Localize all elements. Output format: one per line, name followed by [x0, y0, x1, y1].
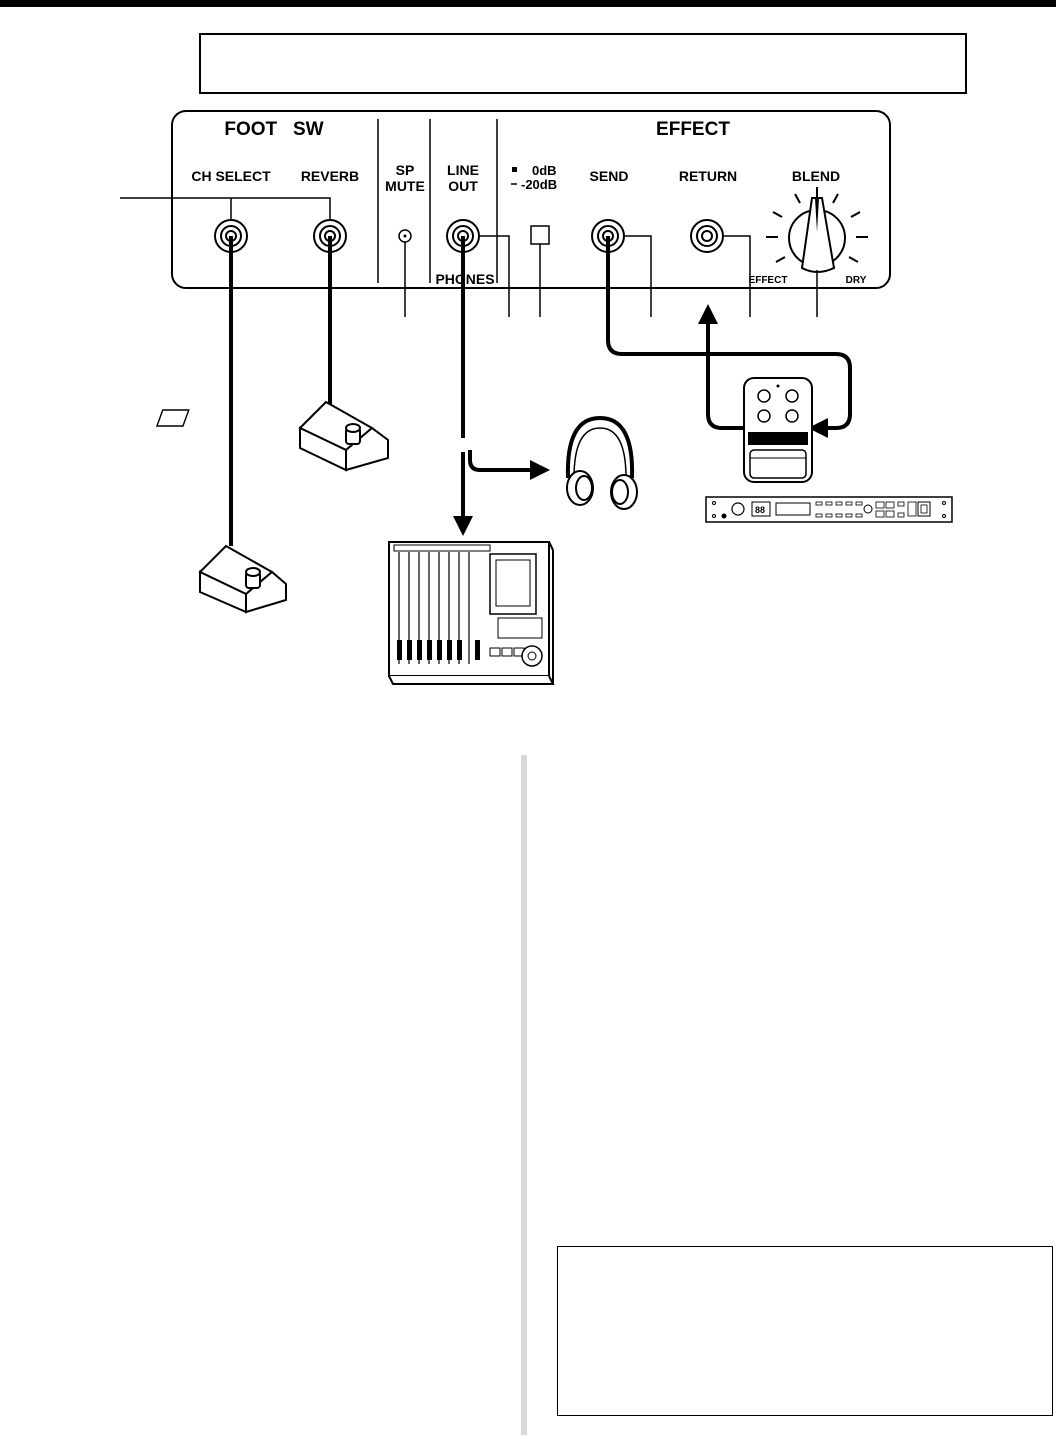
effect-section-label: EFFECT [656, 119, 730, 140]
effects-unit-display: 88 [755, 505, 765, 515]
level-0db-mark [512, 167, 517, 172]
jack-return[interactable] [690, 219, 724, 253]
leader-lines [120, 197, 818, 317]
out-label: OUT [448, 178, 478, 194]
line-label: LINE [447, 162, 479, 178]
rear-panel: FOOT SW EFFECT CH SELECT REVERB SP MUTE … [171, 110, 891, 289]
headphones-icon [565, 415, 638, 510]
title-box [199, 33, 967, 94]
effect-pedal-icon [743, 377, 813, 483]
mixer-recorder-icon [388, 541, 555, 685]
blend-effect-end-label: EFFECT [749, 275, 788, 286]
level-0db-label: 0dB [532, 163, 557, 178]
rack-effect-unit-icon: 88 [705, 496, 953, 523]
header-rule [0, 0, 1056, 7]
column-divider [521, 755, 527, 1435]
sp-mute-switch[interactable] [398, 229, 412, 243]
return-label: RETURN [679, 168, 737, 184]
blend-label: BLEND [792, 168, 840, 184]
footswitch-icon [198, 544, 287, 614]
blend-knob[interactable] [766, 187, 868, 273]
level-minus20db-label: -20dB [521, 177, 557, 192]
send-label: SEND [590, 168, 629, 184]
reverb-label: REVERB [301, 168, 359, 184]
mute-label: MUTE [385, 178, 425, 194]
footswitch-icon [155, 400, 389, 472]
note-box [557, 1246, 1053, 1416]
foot-sw-label: FOOT SW [224, 119, 323, 140]
blend-dry-end-label: DRY [846, 275, 867, 286]
ch-select-label: CH SELECT [191, 168, 271, 184]
sp-label: SP [396, 162, 415, 178]
cables [229, 236, 852, 546]
level-switch[interactable] [530, 225, 550, 245]
